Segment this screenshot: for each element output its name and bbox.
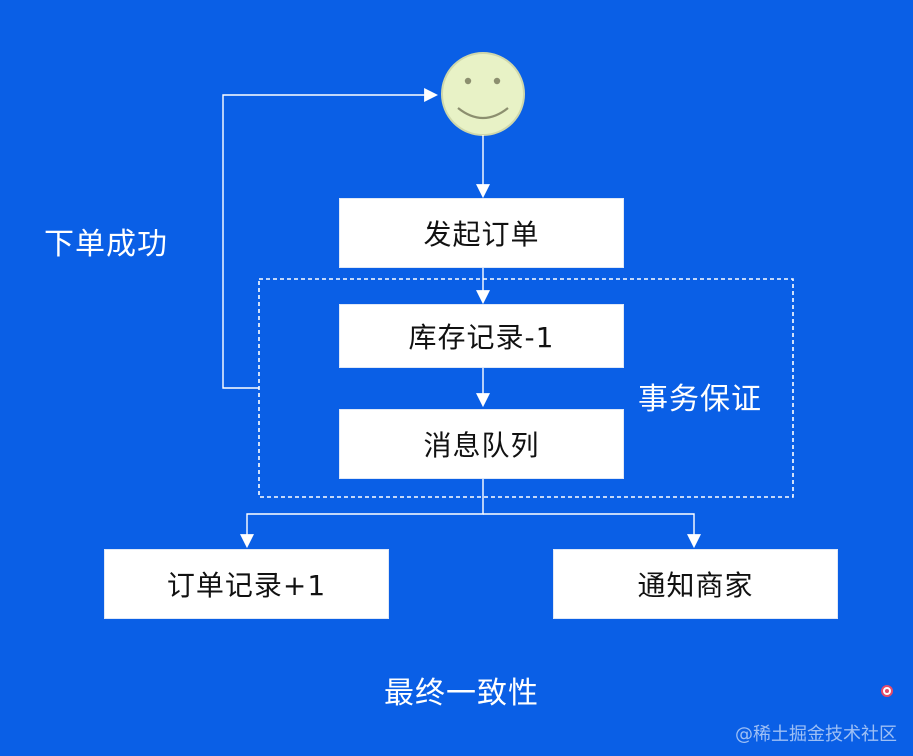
record-indicator-icon	[881, 685, 893, 697]
success-label: 下单成功	[44, 227, 168, 262]
transaction-boundary	[258, 278, 794, 498]
inventory-record-box: 库存记录-1	[339, 304, 624, 368]
arrow-mq-to-notify	[483, 513, 701, 549]
message-queue-box: 消息队列	[339, 409, 624, 479]
order-record-box: 订单记录+1	[104, 549, 389, 619]
eventual-consistency-label: 最终一致性	[384, 676, 539, 711]
notify-merchant-box: 通知商家	[553, 549, 838, 619]
arrow-mq-to-order-record	[240, 479, 484, 549]
feedback-arrow-success	[222, 88, 439, 389]
smiley-face-icon	[441, 52, 525, 136]
watermark-text: @稀土掘金技术社区	[735, 724, 897, 745]
transaction-label: 事务保证	[638, 382, 762, 417]
start-order-box: 发起订单	[339, 198, 624, 268]
